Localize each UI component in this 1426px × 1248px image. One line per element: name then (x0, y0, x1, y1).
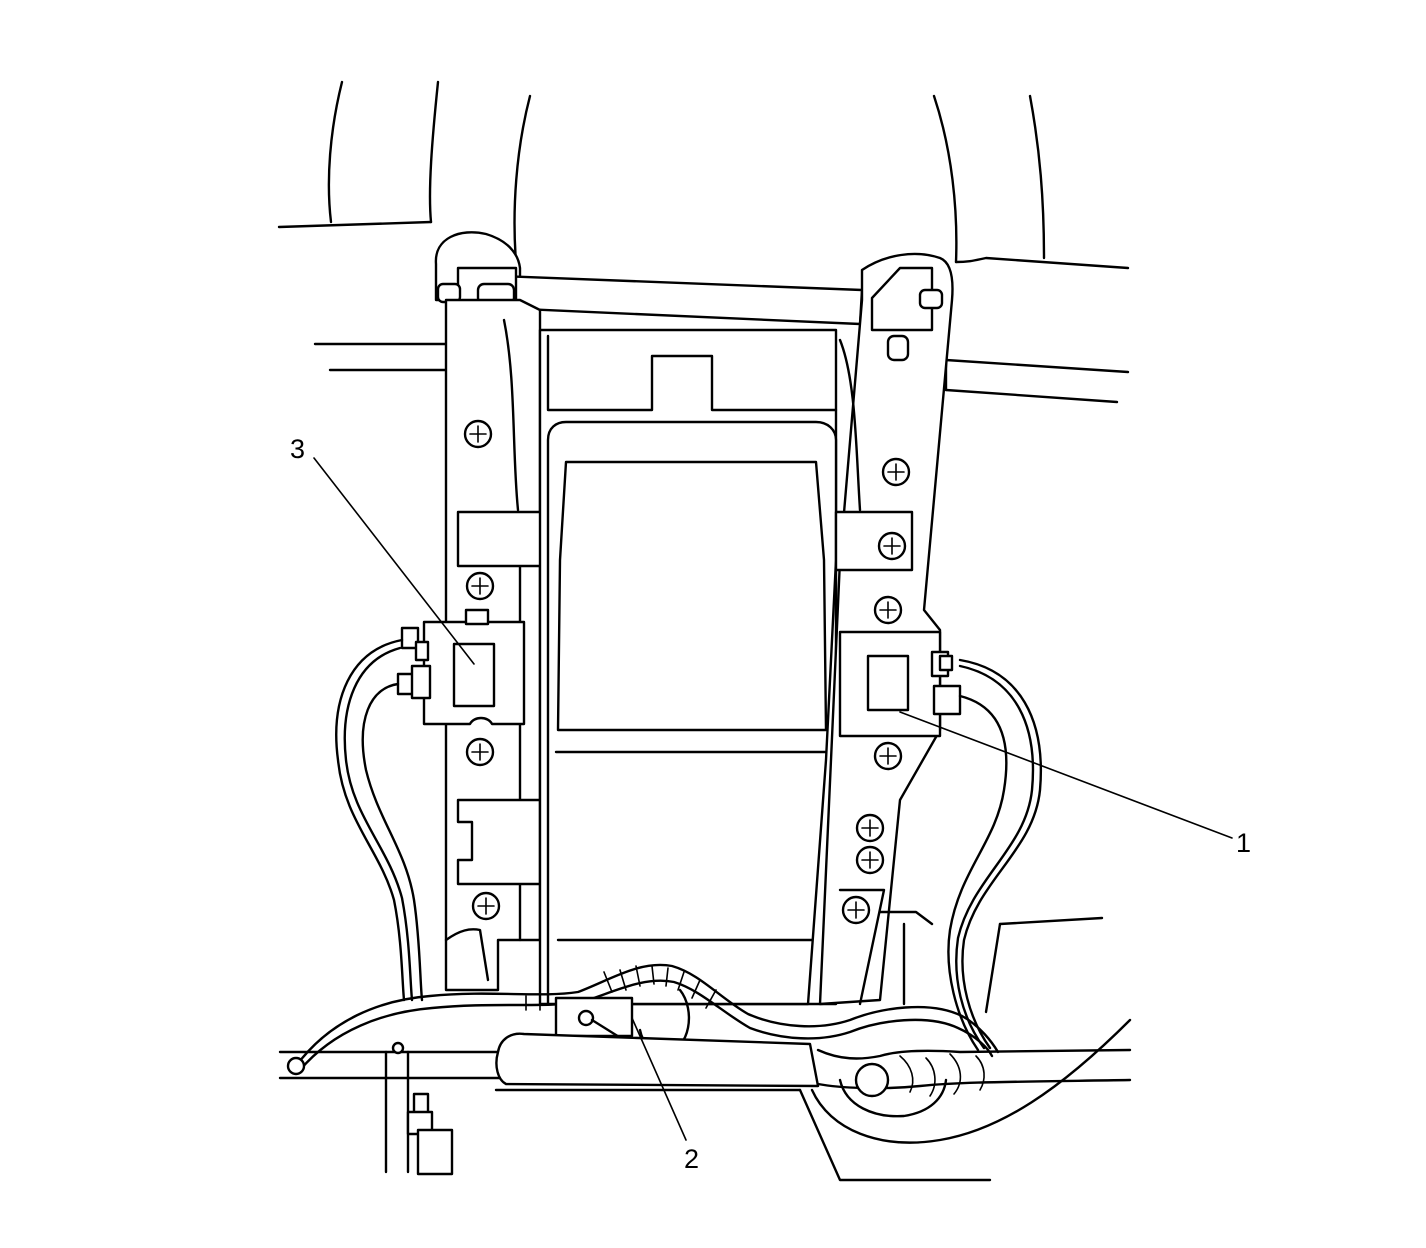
harness-end-left (286, 1056, 306, 1076)
module-1 (866, 654, 910, 712)
right-bracket (818, 252, 954, 1006)
right-connector-lower (932, 684, 962, 716)
lower-structure (278, 916, 1132, 1182)
screw-icon (465, 571, 495, 601)
bolt-head-right-top (918, 288, 944, 310)
fastener-bolt-2 (577, 1009, 595, 1027)
screw-icon (841, 895, 871, 925)
left-connector-upper-latch (414, 640, 430, 662)
screw-icon (465, 737, 495, 767)
module-3-body (452, 642, 496, 708)
screw-icon (855, 845, 885, 875)
bolt-shank-right-top (886, 334, 910, 362)
console-cavity (538, 328, 838, 1006)
screw-icon (881, 457, 911, 487)
callout-2-label: 2 (684, 1144, 699, 1174)
screw-icon (873, 595, 903, 625)
callout-3-label: 3 (290, 434, 305, 464)
callout-3-leader (313, 457, 475, 665)
callout-1-leader (899, 711, 1233, 839)
screw-icon (471, 891, 501, 921)
module-1-body (866, 654, 910, 712)
callout-2-leader (631, 1017, 687, 1141)
right-connector-upper-latch (938, 654, 954, 672)
screw-icon (463, 419, 493, 449)
harness-loop-right (854, 1062, 890, 1098)
callout-1-label: 1 (1236, 828, 1251, 858)
switch-body (416, 1128, 454, 1176)
screw-icon (873, 741, 903, 771)
module-3 (452, 642, 496, 708)
callouts: 3 1 2 (290, 434, 1251, 1174)
left-connector-lower-body (410, 664, 432, 700)
pedal-pivot (391, 1041, 405, 1055)
screws (463, 419, 911, 925)
left-tab (464, 608, 490, 626)
screw-icon (855, 813, 885, 843)
left-connector-upper (400, 626, 420, 650)
screw-icon (877, 531, 907, 561)
